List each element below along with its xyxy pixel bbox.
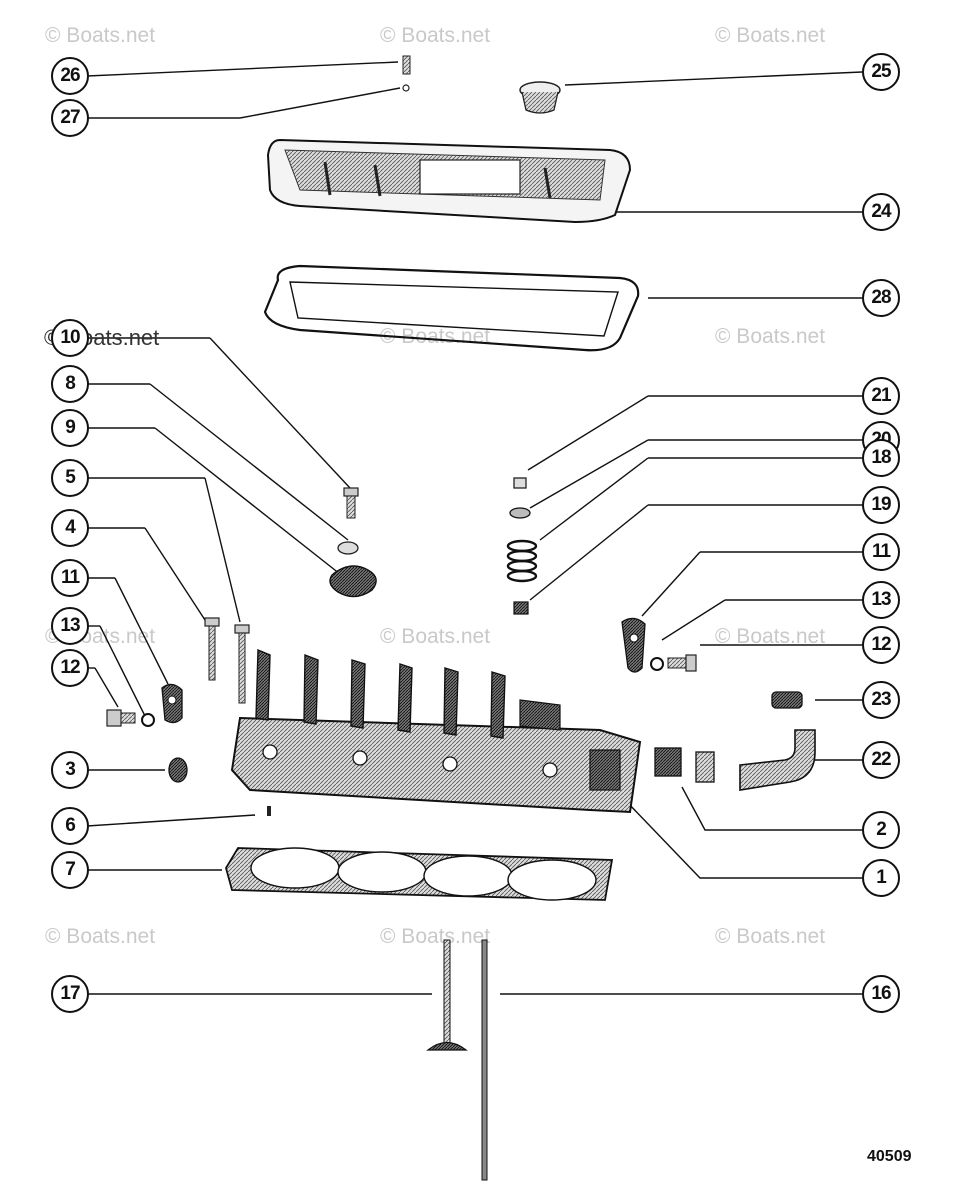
callout-8: 8 xyxy=(51,365,89,403)
callout-17: 17 xyxy=(51,975,89,1013)
callout-3: 3 xyxy=(51,751,89,789)
part-11-right-bracket xyxy=(621,617,646,673)
callout-4: 4 xyxy=(51,509,89,547)
callout-1: 1 xyxy=(862,859,900,897)
part-4-bolt xyxy=(204,617,220,681)
figure-number: 40509 xyxy=(867,1148,912,1165)
callout-28: 28 xyxy=(862,279,900,317)
callout-7: 7 xyxy=(51,851,89,889)
part-1-cylinder-head xyxy=(230,648,642,814)
callout-13-right: 13 xyxy=(862,581,900,619)
callout-24: 24 xyxy=(862,193,900,231)
callout-18: 18 xyxy=(862,439,900,477)
callout-11-right: 11 xyxy=(862,533,900,571)
callout-12-right: 12 xyxy=(862,626,900,664)
watermark: © Boats.net xyxy=(45,24,156,47)
part-23-clamp xyxy=(771,691,803,709)
callout-12-left: 12 xyxy=(51,649,89,687)
part-12-right-bolt xyxy=(667,654,697,672)
callout-9: 9 xyxy=(51,409,89,447)
watermark: © Boats.net xyxy=(45,925,156,948)
watermark: © Boats.net xyxy=(380,925,491,948)
part-12-left-bolt xyxy=(106,709,136,727)
watermark: © Boats.net xyxy=(380,625,491,648)
callout-13-left: 13 xyxy=(51,607,89,645)
callout-21: 21 xyxy=(862,377,900,415)
callout-19: 19 xyxy=(862,486,900,524)
callout-6: 6 xyxy=(51,807,89,845)
part-26-screw xyxy=(402,55,411,75)
watermark: © Boats.net xyxy=(715,625,826,648)
watermark: © Boats.net xyxy=(715,24,826,47)
callout-23: 23 xyxy=(862,681,900,719)
watermark: © Boats.net xyxy=(715,925,826,948)
part-11-left-bracket xyxy=(161,683,183,724)
part-10-stud xyxy=(343,487,359,519)
part-5-bolt xyxy=(234,624,250,704)
callout-10: 10 xyxy=(51,319,89,357)
callout-25: 25 xyxy=(862,53,900,91)
callout-5: 5 xyxy=(51,459,89,497)
part-7-head-gasket xyxy=(225,847,614,901)
callout-11-left: 11 xyxy=(51,559,89,597)
callout-16: 16 xyxy=(862,975,900,1013)
callout-27: 27 xyxy=(51,99,89,137)
leader-lines xyxy=(86,61,863,995)
part-25-cap xyxy=(519,81,561,114)
part-24-valve-cover xyxy=(266,138,632,224)
watermark: © Boats.net xyxy=(380,24,491,47)
part-18-spring xyxy=(506,539,538,583)
watermark: © Boats.net xyxy=(715,325,826,348)
part-2-fitting xyxy=(654,747,715,783)
part-22-hose xyxy=(739,729,816,791)
callout-26: 26 xyxy=(51,57,89,95)
part-17-valve xyxy=(426,939,468,1051)
callout-22: 22 xyxy=(862,741,900,779)
part-9-rocker xyxy=(329,565,377,598)
callout-2: 2 xyxy=(862,811,900,849)
part-28-gasket xyxy=(263,264,640,352)
